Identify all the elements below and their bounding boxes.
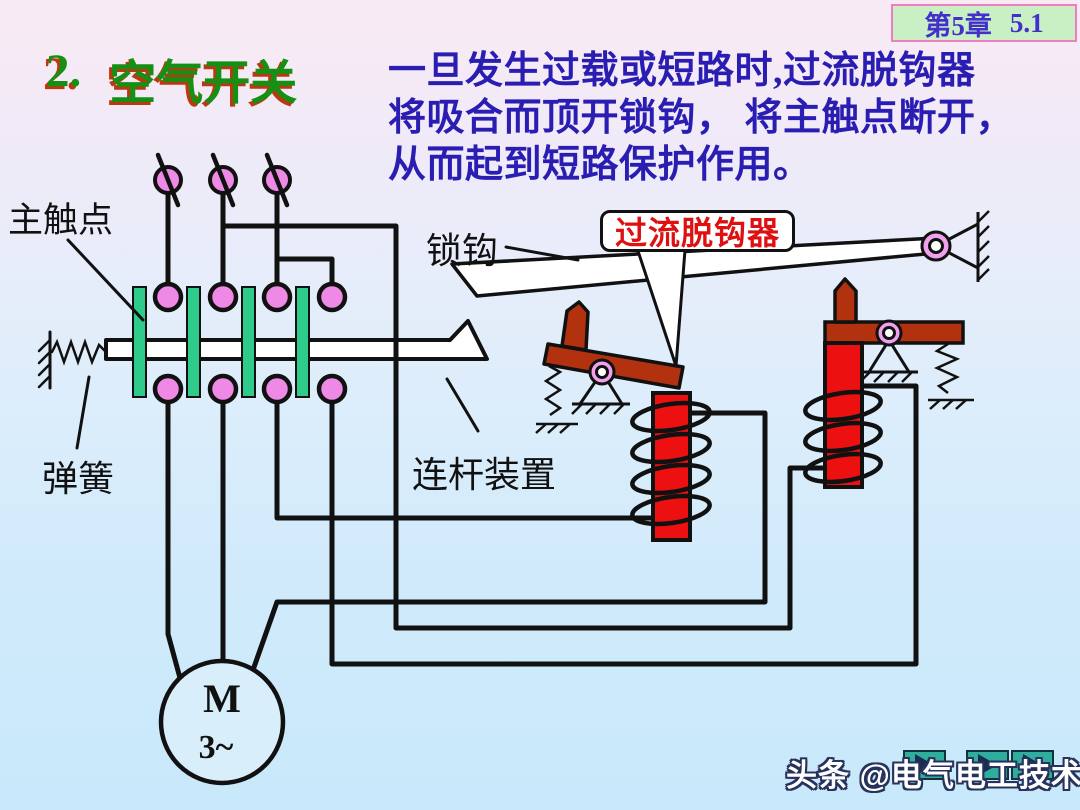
right-trip-device: [803, 277, 974, 489]
trip-armature-arm: [833, 277, 858, 324]
terminal-icon: [153, 152, 183, 208]
label-lock-hook: 锁钩: [426, 231, 499, 271]
linkage-pointer: [445, 377, 480, 433]
watermark-logo-icon: [903, 750, 946, 780]
trip-device-callout: 过流脱钩器: [600, 210, 795, 252]
lock-hook-pointer: [504, 245, 580, 262]
slide-title: 2. 空气开关: [46, 44, 297, 113]
label-spring: 弹簧: [42, 459, 115, 499]
callout-pointer: [634, 243, 687, 368]
chapter-number: 第5章: [924, 10, 992, 41]
hook-pivot: [920, 230, 952, 262]
title-number: 2.: [46, 45, 82, 97]
terminal-icon: [208, 152, 238, 208]
circuit-wires: [165, 190, 919, 681]
main-contacts-lower: [152, 373, 348, 405]
description-line: 一旦发生过载或短路时,过流脱钩器: [388, 50, 976, 92]
armature-pivot: [588, 358, 616, 386]
watermark-logo-icon: [1011, 750, 1054, 780]
watermark-logo-icon: [966, 750, 1009, 780]
watermark-text: 头条 @电气电工技术: [786, 758, 1080, 793]
motor-phase: 3~: [199, 729, 234, 766]
chapter-badge: 第5章 5.1: [891, 4, 1077, 42]
main-contact-pointer: [66, 238, 145, 322]
section-number: 5.1: [1009, 7, 1044, 38]
main-spring: [50, 338, 108, 366]
motor-symbol: M 3~: [158, 658, 286, 786]
spring-ground: [535, 422, 578, 434]
wall-hatching: [977, 210, 990, 281]
armature-spring: [933, 342, 961, 394]
spring-ground: [928, 398, 974, 410]
solenoid-coil: [803, 389, 883, 485]
description-line: 将吸合而顶开锁钩， 将主触点断开，: [388, 97, 1015, 139]
label-main-contact: 主触点: [8, 201, 114, 240]
armature-spring: [543, 364, 563, 417]
left-wall-anchor: [37, 330, 52, 390]
description-paragraph: 一旦发生过载或短路时,过流脱钩器 将吸合而顶开锁钩， 将主触点断开， 从而起到短…: [388, 48, 1080, 189]
supply-terminals: [153, 152, 292, 208]
middle-trip-device: [535, 300, 712, 542]
solenoid-coil: [630, 400, 712, 527]
label-pointers: [66, 238, 580, 450]
terminal-icon: [262, 152, 292, 208]
armature-pivot: [875, 319, 903, 347]
trip-armature-arm: [560, 300, 590, 352]
description-line: 从而起到短路保护作用。: [388, 144, 812, 186]
spring-pointer: [75, 375, 91, 450]
label-linkage: 连杆装置: [412, 455, 557, 495]
main-contacts-upper: [152, 281, 348, 313]
title-text: 空气开关: [109, 58, 298, 110]
motor-letter: M: [203, 676, 241, 721]
